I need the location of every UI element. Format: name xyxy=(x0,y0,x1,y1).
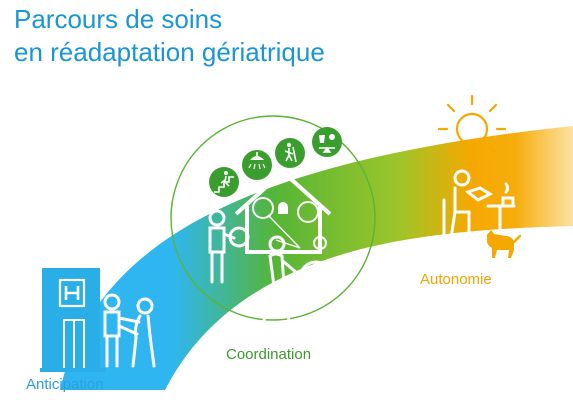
dog-icon xyxy=(487,230,522,258)
pathway-band xyxy=(60,126,573,390)
stairs-exercise-icon xyxy=(209,167,239,197)
nutrition-icon xyxy=(312,127,342,157)
sweeping-icon xyxy=(275,138,305,168)
autonomie-label: Autonomie xyxy=(420,271,492,288)
hospital-icon xyxy=(40,268,106,372)
shower-icon xyxy=(242,150,272,180)
anticipation-label: Anticipation xyxy=(26,376,104,393)
coordination-label: Coordination xyxy=(226,346,312,363)
